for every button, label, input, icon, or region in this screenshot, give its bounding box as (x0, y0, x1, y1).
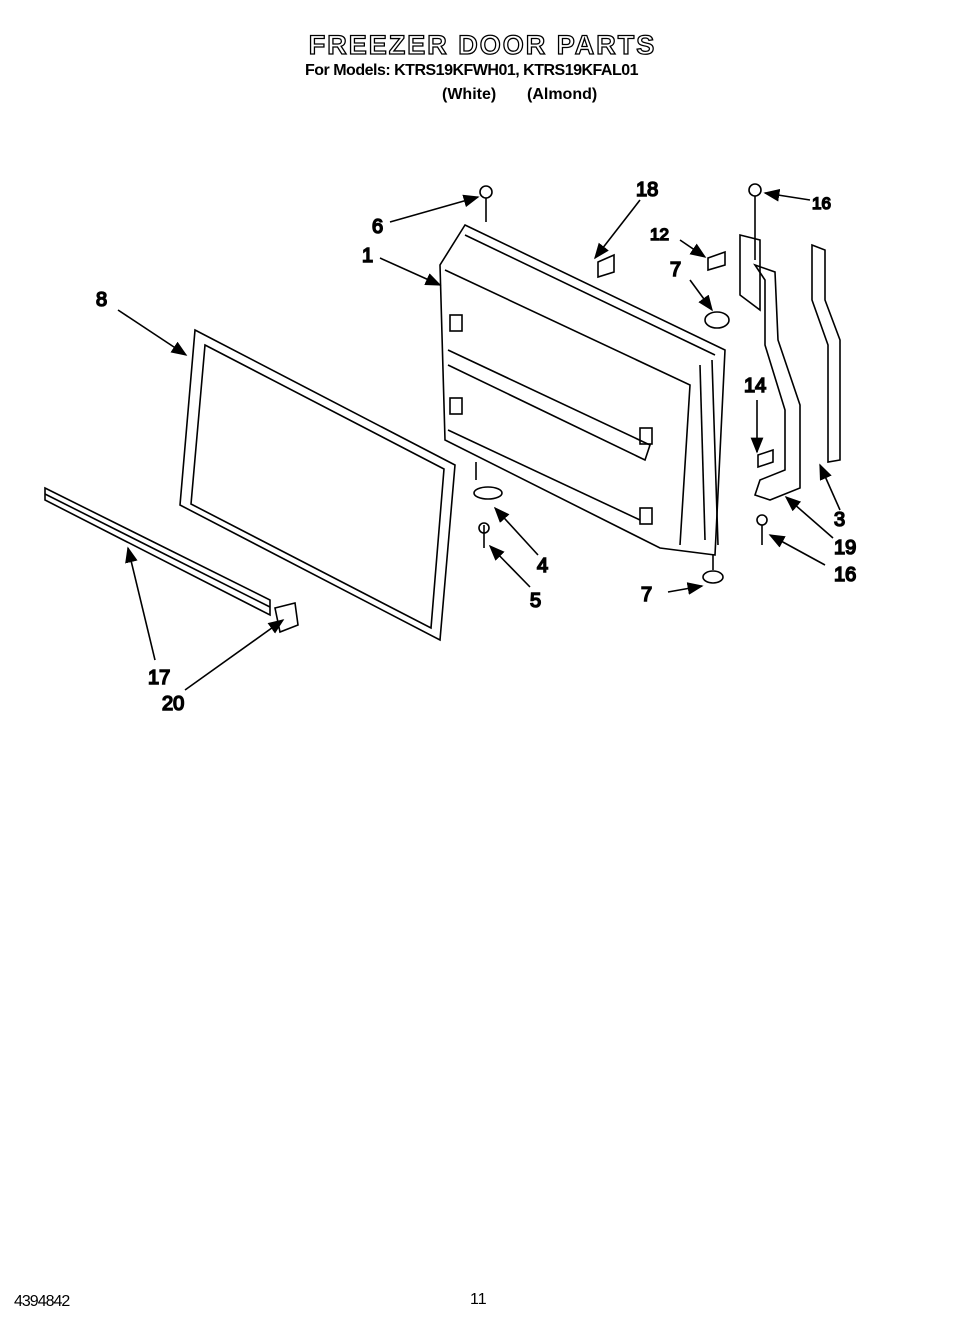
door-gasket (179, 328, 456, 642)
document-number: 4394842 (14, 1293, 70, 1310)
callout-3: 3 (834, 509, 845, 531)
door-liner (439, 223, 726, 556)
models-line: For Models: KTRS19KFWH01, KTRS19KFAL01 (305, 62, 639, 79)
callout-19: 19 (834, 537, 856, 559)
callout-1: 1 (362, 245, 373, 267)
callout-16-bottom: 16 (834, 564, 856, 586)
trim-strip (44, 486, 299, 634)
page-title: FREEZER DOOR PARTS (308, 29, 657, 60)
page-number: 11 (470, 1291, 487, 1308)
callout-17: 17 (148, 667, 170, 689)
callout-6: 6 (372, 216, 383, 238)
callout-5: 5 (530, 590, 541, 612)
hinge (739, 233, 801, 501)
hardware (473, 183, 774, 584)
color-white: (White) (442, 86, 497, 103)
callout-7-bottom: 7 (641, 584, 652, 606)
callout-18: 18 (636, 179, 658, 201)
callout-16-top: 16 (812, 194, 831, 213)
hinge-cover (811, 243, 841, 463)
callout-8: 8 (96, 289, 107, 311)
callout-12: 12 (650, 225, 669, 244)
callout-7-top: 7 (670, 259, 681, 281)
leader-lines (117, 188, 841, 691)
color-almond: (Almond) (527, 86, 598, 103)
callout-4: 4 (537, 555, 548, 577)
end-cap (274, 602, 299, 634)
callout-20: 20 (162, 693, 184, 715)
callout-14: 14 (744, 375, 766, 397)
